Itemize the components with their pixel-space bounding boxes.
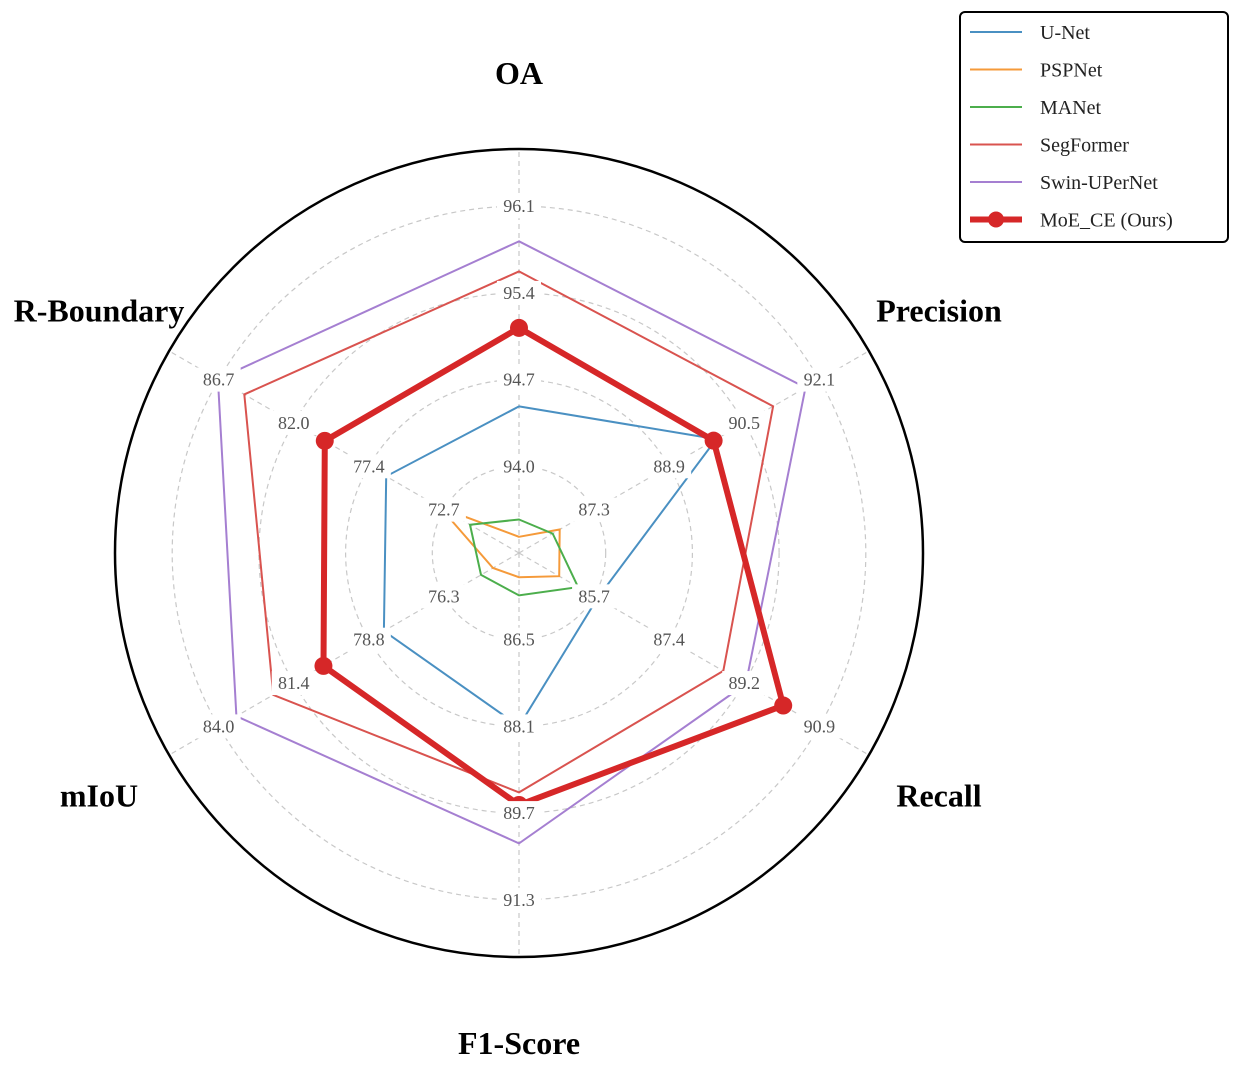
tick-label-bg (196, 714, 241, 739)
series-layer (216, 240, 807, 845)
axis-title-recall: Recall (896, 778, 981, 814)
tick-label-bg (346, 627, 391, 652)
tick-label: 86.7 (203, 370, 235, 390)
tick-label: 77.4 (353, 456, 385, 476)
series-line-manet (468, 518, 580, 597)
tick-label-bg (797, 367, 842, 392)
tick-label-bg (421, 584, 466, 609)
tick-label: 84.0 (203, 716, 235, 736)
axis-title-r-boundary: R-Boundary (14, 293, 185, 329)
tick-label: 81.4 (278, 673, 310, 693)
tick-label: 94.0 (503, 456, 535, 476)
tick-label-bg (572, 497, 617, 522)
legend-label: Swin-UPerNet (1040, 172, 1158, 194)
grid-layer (113, 147, 925, 959)
tick-label-bg (497, 887, 541, 912)
tick-label-bg (497, 367, 541, 392)
tick-label: 94.7 (503, 370, 535, 390)
tick-label: 82.0 (278, 413, 310, 433)
tick-label-bg (421, 497, 466, 522)
tick-label-bg (497, 454, 541, 479)
tick-label-bg (497, 714, 541, 739)
legend-box (959, 11, 1229, 243)
tick-label: 89.7 (503, 803, 535, 823)
series-point (704, 431, 723, 450)
tick-label-bg (497, 194, 541, 219)
series-point (774, 696, 793, 715)
tick-label-bg (196, 367, 241, 392)
tick-label-bg (497, 627, 541, 652)
tick-label-bg (647, 454, 692, 479)
tick-label: 90.5 (729, 413, 761, 433)
tick-label: 89.2 (729, 673, 761, 693)
tick-label: 91.3 (503, 890, 535, 910)
tick-label: 76.3 (428, 586, 460, 606)
tick-label: 95.4 (503, 283, 535, 303)
legend-label: U-Net (1040, 22, 1090, 44)
series-line-moe-ce-ours (320, 324, 787, 809)
axis-title-precision: Precision (876, 293, 1002, 329)
legend-label: PSPNet (1040, 60, 1103, 82)
tick-label: 88.9 (653, 456, 685, 476)
legend-label: MANet (1040, 97, 1102, 119)
tick-label: 90.9 (804, 716, 836, 736)
tick-label-bg (271, 410, 316, 435)
tick-label-bg (722, 671, 767, 696)
label-layer: 94.0 94.7 95.4 96.1 87.3 88.9 90.5 92.1 85.7 87.4… (14, 55, 1002, 1061)
radar-frame (113, 147, 925, 959)
tick-label-bg (497, 280, 541, 305)
axis-title-oa: OA (495, 55, 543, 91)
tick-label-bg (647, 627, 692, 652)
axis-title-f1-score: F1-Score (458, 1025, 580, 1061)
tick-label: 87.4 (653, 630, 685, 650)
tick-label: 87.3 (578, 500, 610, 520)
series-line-segformer (243, 270, 775, 794)
legend-marker (988, 211, 1004, 228)
tick-label-bg (572, 584, 617, 609)
legend-label: SegFormer (1040, 135, 1129, 157)
tick-label-bg (797, 714, 842, 739)
tick-label: 96.1 (503, 196, 535, 216)
tick-label: 72.7 (428, 500, 460, 520)
legend: U-NetPSPNetMANetSegFormerSwin-UPerNetMoE… (959, 11, 1229, 243)
tick-label: 78.8 (353, 630, 385, 650)
series-point (510, 318, 528, 337)
series-point (314, 656, 333, 675)
tick-label-bg (271, 671, 316, 696)
tick-label: 86.5 (503, 630, 535, 650)
series-point (315, 431, 334, 450)
legend-label: MoE_CE (Ours) (1040, 210, 1173, 232)
tick-label-bg (346, 454, 391, 479)
tick-label: 85.7 (578, 586, 610, 606)
tick-label: 92.1 (804, 370, 836, 390)
tick-label-bg (722, 410, 767, 435)
tick-label: 88.1 (503, 716, 535, 736)
axis-title-miou: mIoU (60, 778, 138, 814)
tick-label-bg (497, 801, 541, 826)
